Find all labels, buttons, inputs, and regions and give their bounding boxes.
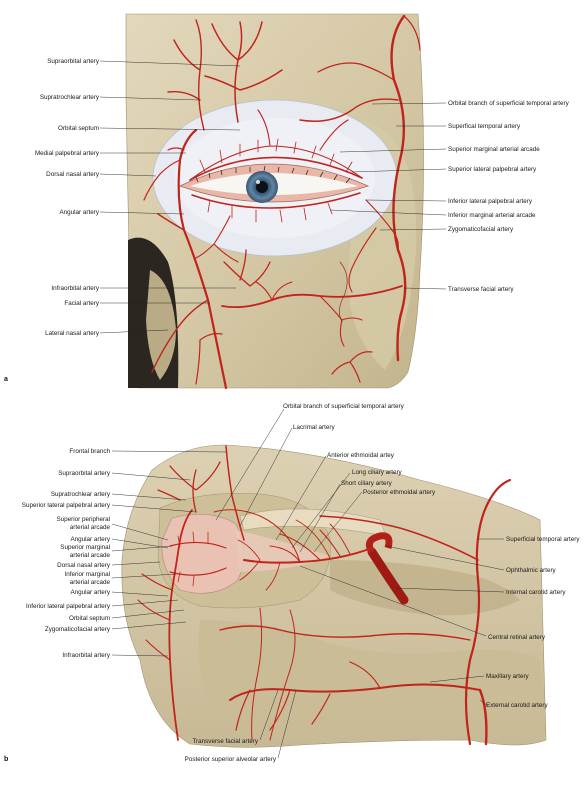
label-a-orbital-branch-sta: Orbital branch of superficial temporal a… — [448, 100, 570, 107]
label-b-angular-artery-1: Angular artery — [70, 536, 110, 543]
label-b-internal-carotid: Internal carotid artery — [506, 589, 566, 596]
label-b-ophthalmic: Ophthalmic artery — [506, 567, 557, 574]
panel-a-letter: a — [4, 376, 8, 383]
label-b-orbital-branch-sta: Orbital branch of superficial temporal a… — [283, 403, 405, 410]
label-a-supraorbital-artery: Supraorbital artery — [47, 58, 100, 65]
panel-a-illustration — [125, 13, 424, 390]
label-b-orbital-septum: Orbital septum — [69, 615, 110, 622]
panel-b-maxilla — [198, 620, 546, 740]
label-b-maxillary: Maxillary artery — [486, 673, 530, 680]
label-a-medial-palpebral-artery: Medial palpebral artery — [35, 150, 100, 157]
label-b-posterior-ethmoidal: Posterior ethmoidal artery — [363, 489, 436, 496]
label-b-inferior-marginal-2: arterial arcade — [70, 579, 111, 586]
label-a-superior-marginal-arcade: Superior marginal arterial arcade — [448, 146, 540, 153]
panel-b-internal-carotid — [367, 547, 409, 605]
label-b-angular-artery-2: Angular artery — [70, 589, 110, 596]
label-b-superficial-temporal: Superficial temporal artery — [506, 536, 580, 543]
label-b-superior-peripheral-1: Superior peripheral — [56, 516, 110, 523]
label-b-inferior-marginal-1: Inferior marginal — [65, 571, 111, 578]
label-a-supratrochlear-artery: Supratrochlear artery — [40, 94, 100, 101]
label-a-infraorbital-artery: Infraorbital artery — [51, 285, 99, 292]
label-b-inferior-lateral-palpebral: Inferior lateral palpebral artery — [26, 603, 111, 610]
label-a-inferior-lateral-palpebral: Inferior lateral palpebral artery — [448, 198, 533, 205]
label-b-supratrochlear: Supratrochlear artery — [51, 491, 111, 498]
label-b-superior-lateral-palpebral: Superior lateral palpebral artery — [22, 502, 111, 509]
panel-b-labels: b Orbital branch of superficial temporal… — [4, 403, 580, 763]
label-b-superior-peripheral-2: arterial arcade — [70, 524, 111, 531]
label-a-facial-artery: Facial artery — [64, 300, 99, 307]
label-b-superior-marginal-1: Superior marginal — [60, 544, 110, 551]
panel-b-arteries — [137, 445, 512, 746]
panel-b-illustration — [121, 444, 547, 748]
label-b-central-retinal: Central retinal artery — [488, 634, 546, 641]
label-b-supraorbital: Supraorbital artery — [58, 470, 111, 477]
label-b-transverse-facial: Transverse facial artery — [192, 738, 258, 745]
label-b-dorsal-nasal: Dorsal nasal artery — [57, 562, 111, 569]
label-a-lateral-nasal-artery: Lateral nasal artery — [45, 330, 100, 337]
label-a-superior-lateral-palpebral: Superior lateral palpebral artery — [448, 166, 537, 173]
label-b-zygomaticofacial: Zygomaticofacial artery — [45, 626, 111, 633]
panel-a-nasal-bone — [146, 270, 176, 380]
label-a-orbital-septum: Orbital septum — [58, 125, 99, 132]
label-b-lacrimal-artery: Lacrimal artery — [293, 424, 335, 431]
label-b-external-carotid: External carotid artery — [486, 702, 548, 709]
panel-b-letter: b — [4, 756, 8, 763]
label-b-infraorbital: Infraorbital artery — [62, 652, 110, 659]
label-b-short-ciliary: Short ciliary artery — [341, 480, 393, 487]
label-a-superfical-temporal-artery: Superfical temporal artery — [448, 123, 521, 130]
label-b-frontal-branch: Frontal branch — [69, 448, 110, 455]
label-b-superior-marginal-2: arterial arcade — [70, 552, 111, 559]
label-a-angular-artery: Angular artery — [59, 209, 99, 216]
panel-a-labels: a Supraorbital artery Supratrochlear art… — [4, 58, 570, 383]
label-a-transverse-facial-artery: Transverse facial artery — [448, 286, 514, 293]
label-a-inferior-marginal-arcade: Inferior marginal arterial arcade — [448, 212, 536, 219]
label-b-long-ciliary: Long ciliary artery — [352, 469, 403, 476]
label-a-dorsal-nasal-artery: Dorsal nasal artery — [46, 171, 100, 178]
label-b-posterior-superior-alveolar: Posterior superior alveolar artery — [185, 756, 277, 763]
label-a-zygomaticofacial-artery: Zygomaticofacial artery — [448, 226, 514, 233]
label-b-anterior-ethmoidal: Anterior ethmoidal artey — [327, 452, 395, 459]
